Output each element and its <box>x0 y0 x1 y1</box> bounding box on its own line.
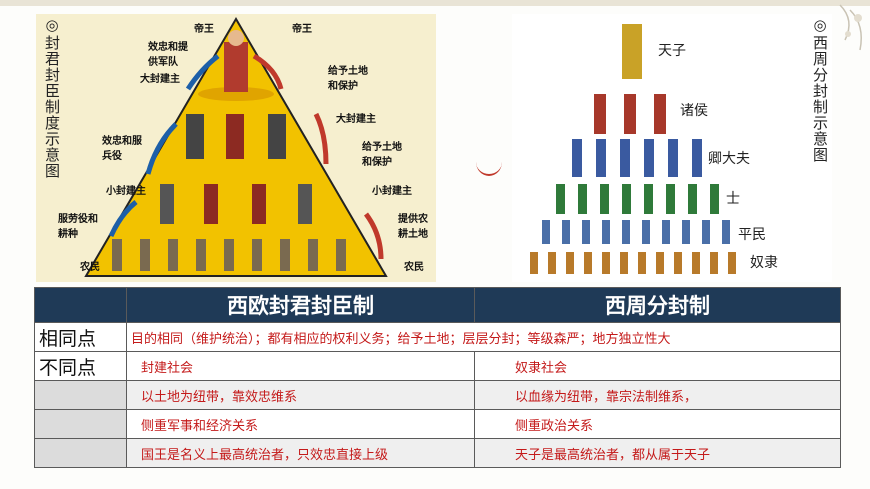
row-head-blank <box>34 438 127 468</box>
comparison-table: 西欧封君封臣制 西周分封制 相同点 目的相同（维护统治）；都有相应的权利义务；给… <box>34 287 841 468</box>
right-label-1: 帝王 <box>292 24 312 35</box>
right-label-6: 提供农耕土地 <box>398 214 428 240</box>
table-row: 不同点 封建社会 奴隶社会 <box>34 351 841 381</box>
diff-west-4: 国王是名义上最高统治者，只效忠直接上级 <box>126 438 475 468</box>
rank-pingmin: 平民 <box>738 227 766 243</box>
feudal-pyramid-figure: ◎封君封臣制度示意图 帝王 大封建主 小封建主 农民 效忠和提供军队 效忠和服兵… <box>36 14 436 282</box>
rank-emperor: 帝王 <box>194 24 214 35</box>
diff-west-2: 以土地为纽带，靠效忠维系 <box>126 380 475 410</box>
right-figure-title: ◎西周分封制示意图 <box>811 16 829 163</box>
rank-tianzi: 天子 <box>658 43 686 59</box>
decoration-icon <box>839 4 862 51</box>
rank-great-lord: 大封建主 <box>140 74 180 85</box>
rank-nuli: 奴隶 <box>750 255 778 271</box>
diff-zhou-1: 奴隶社会 <box>474 351 841 381</box>
table-row: 国王是名义上最高统治者，只效忠直接上级 天子是最高统治者，都从属于天子 <box>34 438 841 468</box>
pyramid-diagram <box>84 17 388 277</box>
table-row: 相同点 目的相同（维护统治）；都有相应的权利义务；给予土地；层层分封；等级森严；… <box>34 322 841 352</box>
table-header-row: 西欧封君封臣制 西周分封制 <box>34 287 841 323</box>
diff-west-3: 侧重军事和经济关系 <box>126 409 475 439</box>
header-zhou: 西周分封制 <box>474 287 841 323</box>
top-band <box>0 0 870 6</box>
left-figure-title: ◎封君封臣制度示意图 <box>43 16 61 179</box>
rank-small-lord: 小封建主 <box>106 186 146 197</box>
right-label-7: 农民 <box>404 262 424 273</box>
rank-zhuhou: 诸侯 <box>680 103 708 119</box>
diff-zhou-4: 天子是最高统治者，都从属于天子 <box>474 438 841 468</box>
right-label-5: 小封建主 <box>372 186 412 197</box>
table-row: 以土地为纽带，靠效忠维系 以血缘为纽带，靠宗法制维系， <box>34 380 841 410</box>
header-west: 西欧封君封臣制 <box>126 287 475 323</box>
right-label-2: 给予土地和保护 <box>328 66 368 92</box>
diff-zhou-3: 侧重政治关系 <box>474 409 841 439</box>
zhou-hierarchy-figure: 天子 诸侯 卿大夫 士 平民 奴隶 ◎西周分封制示意图 <box>512 14 832 282</box>
diff-west-1: 封建社会 <box>126 351 475 381</box>
left-label-2: 效忠和服兵役 <box>102 136 142 162</box>
table-row: 侧重军事和经济关系 侧重政治关系 <box>34 409 841 439</box>
rank-qingdafu: 卿大夫 <box>708 151 750 167</box>
row-head-blank <box>34 380 127 410</box>
diff-zhou-2: 以血缘为纽带，靠宗法制维系， <box>474 380 841 410</box>
left-label-1: 效忠和提供军队 <box>148 42 188 68</box>
hierarchy-diagram <box>530 24 736 274</box>
right-label-3: 大封建主 <box>336 114 376 125</box>
row-head-same: 相同点 <box>34 322 127 352</box>
table-corner <box>34 287 127 323</box>
same-points-cell: 目的相同（维护统治）；都有相应的权利义务；给予土地；层层分封；等级森严；地方独立… <box>126 322 841 352</box>
row-head-diff: 不同点 <box>34 351 127 381</box>
decorative-arc <box>476 148 502 176</box>
left-label-3: 服劳役和耕种 <box>58 214 98 240</box>
rank-peasant: 农民 <box>80 262 100 273</box>
row-head-blank <box>34 409 127 439</box>
right-label-4: 给予土地和保护 <box>362 142 402 168</box>
rank-shi: 士 <box>726 191 740 207</box>
